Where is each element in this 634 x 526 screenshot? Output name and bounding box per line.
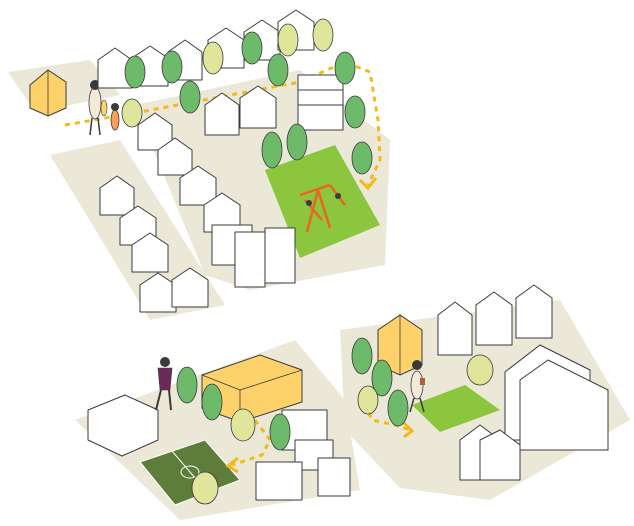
panel-sports-court-area — [75, 340, 360, 520]
child-figure — [306, 200, 312, 206]
panel-corner-green-area — [340, 285, 630, 500]
child-figure — [335, 193, 341, 199]
panel-neighborhood-playground — [8, 10, 390, 320]
